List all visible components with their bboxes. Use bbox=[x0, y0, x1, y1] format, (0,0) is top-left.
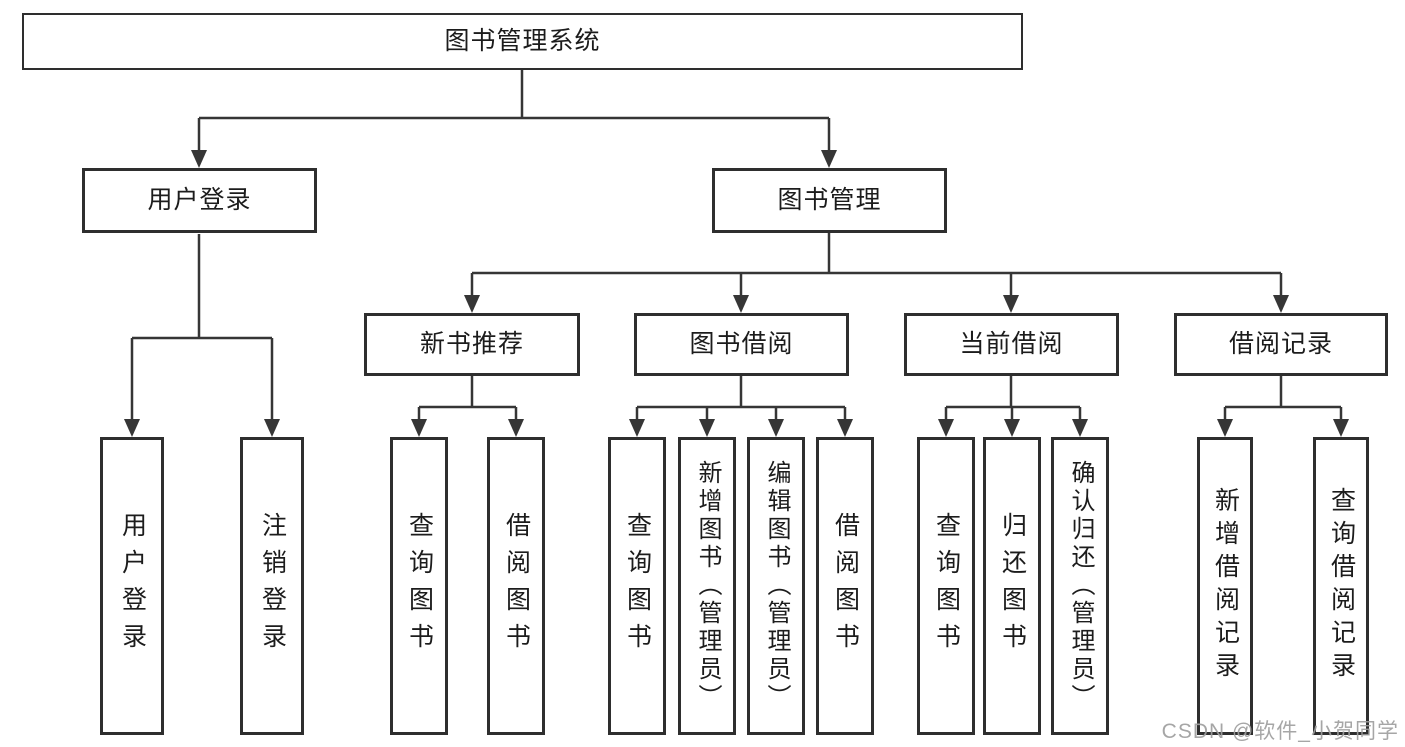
leaf-user-login-label: 用户登录 bbox=[118, 512, 147, 660]
leaf-confirm-return-admin-label: 确认归还（管理员） bbox=[1067, 460, 1094, 712]
leaf-query-books-current-label: 查询图书 bbox=[932, 512, 961, 660]
leaf-add-books-admin: 新增图书（管理员） bbox=[678, 437, 736, 735]
leaf-add-borrow-record: 新增借阅记录 bbox=[1197, 437, 1253, 735]
leaf-borrow-books: 借阅图书 bbox=[816, 437, 874, 735]
leaf-logout-label: 注销登录 bbox=[258, 512, 287, 660]
node-current-borrow: 当前借阅 bbox=[904, 313, 1119, 376]
leaf-edit-books-admin-label: 编辑图书（管理员） bbox=[763, 460, 790, 712]
node-book-borrow: 图书借阅 bbox=[634, 313, 849, 376]
leaf-query-borrow-record-label: 查询借阅记录 bbox=[1327, 487, 1356, 685]
node-book-management-branch: 图书管理 bbox=[712, 168, 947, 233]
csdn-watermark: CSDN @软件_小贺同学 bbox=[1161, 720, 1399, 743]
leaf-borrow-books-label: 借阅图书 bbox=[831, 512, 860, 660]
node-borrow-record: 借阅记录 bbox=[1174, 313, 1388, 376]
leaf-add-books-admin-label: 新增图书（管理员） bbox=[694, 460, 721, 712]
leaf-borrow-books-recommend-label: 借阅图书 bbox=[502, 512, 531, 660]
leaf-logout: 注销登录 bbox=[240, 437, 304, 735]
leaf-user-login: 用户登录 bbox=[100, 437, 164, 735]
node-root-system: 图书管理系统 bbox=[22, 13, 1023, 70]
leaf-borrow-books-recommend: 借阅图书 bbox=[487, 437, 545, 735]
leaf-query-borrow-record: 查询借阅记录 bbox=[1313, 437, 1369, 735]
leaf-query-books-recommend: 查询图书 bbox=[390, 437, 448, 735]
leaf-add-borrow-record-label: 新增借阅记录 bbox=[1211, 487, 1240, 685]
leaf-return-books-label: 归还图书 bbox=[998, 512, 1027, 660]
leaf-edit-books-admin: 编辑图书（管理员） bbox=[747, 437, 805, 735]
leaf-confirm-return-admin: 确认归还（管理员） bbox=[1051, 437, 1109, 735]
leaf-query-books-recommend-label: 查询图书 bbox=[405, 512, 434, 660]
leaf-query-books-borrow-label: 查询图书 bbox=[623, 512, 652, 660]
leaf-return-books: 归还图书 bbox=[983, 437, 1041, 735]
node-user-login-branch: 用户登录 bbox=[82, 168, 317, 233]
node-new-book-recommend: 新书推荐 bbox=[364, 313, 580, 376]
leaf-query-books-borrow: 查询图书 bbox=[608, 437, 666, 735]
leaf-query-books-current: 查询图书 bbox=[917, 437, 975, 735]
